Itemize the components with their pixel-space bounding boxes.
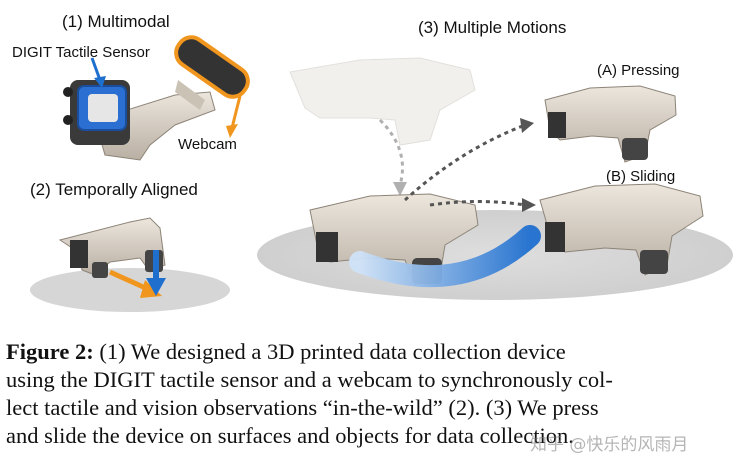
- webcam-arrowhead: [226, 124, 238, 138]
- pressing-device: [544, 85, 677, 163]
- ghost-down-arrow: [378, 118, 404, 186]
- slide-dotted-arrow: [429, 200, 526, 207]
- ghost-down-arrowhead: [393, 182, 407, 196]
- sliding-device: [539, 183, 704, 276]
- slide-arrow: [349, 225, 541, 288]
- blue-arrowhead: [146, 278, 166, 296]
- multimodal-title: (1) Multimodal: [62, 12, 170, 31]
- sensor-arrowhead: [94, 76, 106, 88]
- caption-line-2: using the DIGIT tactile sensor and a web…: [6, 367, 613, 392]
- aligned-device: [58, 217, 166, 278]
- sensor-pointer-arrow: [90, 57, 102, 81]
- caption-line-1: (1) We designed a 3D printed data collec…: [93, 339, 566, 364]
- watermark: 知乎 @快乐的风雨月: [530, 435, 689, 455]
- motions-title: (3) Multiple Motions: [418, 18, 567, 37]
- multimodal-device: [63, 35, 250, 161]
- press-arrowhead: [520, 118, 534, 133]
- press-arrow: [403, 123, 526, 202]
- pressing-label: (A) Pressing: [597, 62, 680, 79]
- sliding-label: (B) Sliding: [606, 168, 676, 185]
- webcam-label: Webcam: [178, 136, 237, 153]
- figure-caption: Figure 2: (1) We designed a 3D printed d…: [6, 338, 732, 450]
- aligned-title: (2) Temporally Aligned: [30, 180, 198, 199]
- figure-illustration: [30, 35, 733, 312]
- caption-line-3: lect tactile and vision observations “in…: [6, 395, 599, 420]
- webcam-pointer-arrow: [230, 95, 242, 129]
- figure-number: Figure 2:: [6, 339, 94, 364]
- slide-dotted-arrowhead: [522, 198, 536, 212]
- digit-sensor-label: DIGIT Tactile Sensor: [12, 44, 150, 61]
- aligned-shadow: [30, 268, 230, 312]
- caption-line-4: and slide the device on surfaces and obj…: [6, 423, 574, 448]
- ghost-device: [289, 57, 476, 146]
